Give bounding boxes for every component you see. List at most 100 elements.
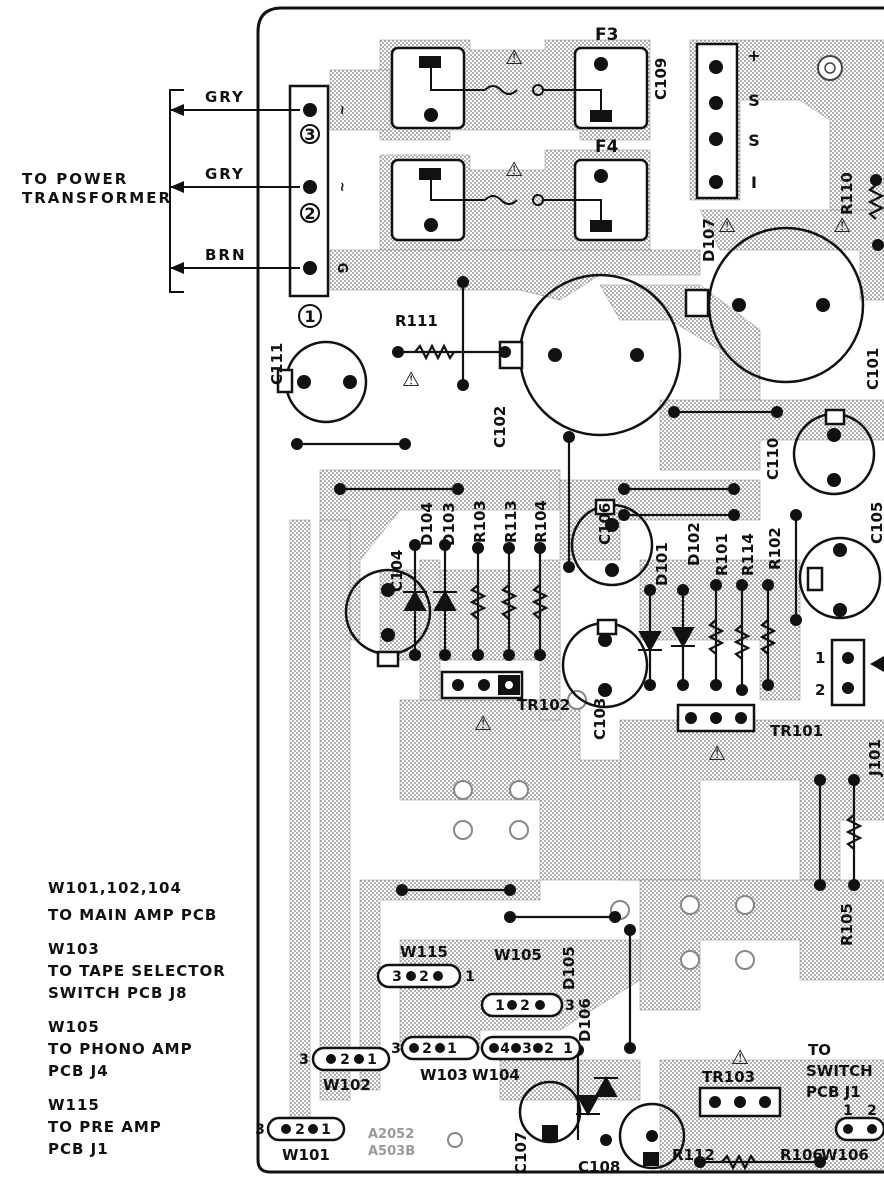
note-w101-line1: TO MAIN AMP PCB — [48, 906, 217, 924]
warning-icon: ⚠ — [708, 741, 726, 765]
mounting-holes — [447, 690, 755, 1148]
lead-arrows — [170, 104, 184, 274]
fuse-f4-label: F4 — [595, 137, 619, 157]
power-marking-3: ~ — [334, 105, 349, 116]
w102-pin-1: 1 — [367, 1052, 377, 1068]
w115-pin-3: 3 — [392, 969, 402, 985]
wire-connectors — [266, 963, 884, 1142]
label-d104: D104 — [418, 502, 436, 546]
solder-pads — [291, 174, 884, 1168]
w104-label: W104 — [472, 1066, 520, 1084]
connector-pads — [281, 971, 877, 1134]
warning-icon: ⚠ — [718, 213, 736, 237]
note-w105-line2: PCB J4 — [48, 1062, 109, 1080]
transistor-tr102 — [440, 670, 524, 700]
w115-pin-2: 2 — [419, 969, 429, 985]
label-r103: R103 — [471, 500, 489, 543]
fuse-links — [430, 62, 602, 226]
label-c101: C101 — [864, 348, 882, 390]
note-w115-line1: TO PRE AMP — [48, 1118, 162, 1136]
power-pin-3: 3 — [304, 125, 315, 144]
fuse-f3-label: F3 — [595, 25, 618, 45]
w105-pin-3: 3 — [565, 998, 575, 1014]
warning-icon: ⚠ — [505, 157, 523, 181]
w103-pin-2: 2 — [422, 1041, 432, 1057]
transistor-tr101 — [676, 703, 756, 733]
w102-pin-3: 3 — [299, 1052, 309, 1068]
label-c105: C105 — [868, 502, 884, 544]
w104-pin-2: 2 — [544, 1041, 554, 1057]
label-c103: C103 — [591, 698, 609, 740]
wire-label-gry-2: GRY — [205, 165, 245, 183]
w101-pin-3: 3 — [255, 1122, 265, 1138]
label-c107: C107 — [512, 1132, 530, 1174]
label-r113: R113 — [502, 500, 520, 543]
w104-pin-4: 4 — [500, 1041, 510, 1057]
label-tr102: TR102 — [517, 696, 570, 714]
c107-square-pad — [542, 1125, 558, 1141]
switch-note-to: TO — [808, 1041, 831, 1059]
corner-hole-inner — [824, 62, 836, 74]
transformer-label: TRANSFORMER — [22, 189, 172, 207]
label-j101: J101 — [866, 739, 884, 777]
w103-label: W103 — [420, 1066, 468, 1084]
jack-j101 — [830, 638, 884, 707]
label-d105: D105 — [560, 946, 578, 990]
resistor-zigzags — [414, 184, 884, 1171]
label-r102: R102 — [766, 527, 784, 570]
d107-mark-plus: + — [747, 46, 760, 65]
board-code-2: A503B — [368, 1144, 415, 1159]
w106-label: W106 — [821, 1146, 869, 1164]
label-r101: R101 — [713, 533, 731, 576]
label-c102: C102 — [491, 406, 509, 448]
label-r105: R105 — [838, 903, 856, 946]
warning-icon: ⚠ — [731, 1045, 749, 1069]
label-tr101: TR101 — [770, 722, 823, 740]
transistor-tr103 — [698, 1086, 782, 1118]
d107-mark-s2: S — [748, 131, 760, 150]
w101-pin-1: 1 — [321, 1122, 331, 1138]
w105-pin-1: 1 — [495, 998, 505, 1014]
label-j101-pin2: 2 — [815, 681, 825, 699]
board-code-1: A2052 — [368, 1127, 414, 1142]
note-w105-line1: TO PHONO AMP — [48, 1040, 193, 1058]
wire-label-gry-1: GRY — [205, 88, 245, 106]
warning-icon: ⚠ — [505, 45, 523, 69]
label-j101-pin1: 1 — [815, 649, 825, 667]
warning-icon: ⚠ — [474, 711, 492, 735]
power-pin-2: 2 — [304, 204, 315, 223]
d107-pads — [709, 60, 723, 189]
w101-label: W101 — [282, 1146, 330, 1164]
label-r111: R111 — [395, 312, 438, 330]
w105-pin-2: 2 — [520, 998, 530, 1014]
wire-label-brn: BRN — [205, 246, 247, 264]
label-c106: C106 — [596, 503, 614, 545]
switch-note-switch: SWITCH — [806, 1062, 873, 1080]
w115-label: W115 — [400, 943, 448, 961]
warning-icon: ⚠ — [402, 367, 420, 391]
capacitor-tabs — [276, 288, 846, 668]
w106-pin-1: 1 — [843, 1103, 853, 1119]
note-w105-title: W105 — [48, 1018, 100, 1036]
capacitor-outlines — [284, 226, 882, 1170]
board-outline — [256, 6, 884, 1174]
note-w115-line2: PCB J1 — [48, 1140, 109, 1158]
w104-pin-3: 3 — [522, 1041, 532, 1057]
note-w103-line2: SWITCH PCB J8 — [48, 984, 188, 1002]
c108-square-pad — [643, 1152, 659, 1166]
warning-icon: ⚠ — [833, 213, 851, 237]
note-w101-title: W101,102,104 — [48, 879, 182, 897]
power-connector-pads — [303, 103, 317, 275]
w103-pin-3: 3 — [391, 1041, 401, 1057]
label-d107: D107 — [700, 218, 718, 262]
label-r104: R104 — [532, 500, 550, 543]
label-d103: D103 — [440, 502, 458, 546]
w115-pin-1: 1 — [465, 969, 475, 985]
label-c108: C108 — [578, 1158, 620, 1175]
w103-pin-1: 1 — [447, 1041, 457, 1057]
label-c104: C104 — [388, 550, 406, 592]
note-w103-line1: TO TAPE SELECTOR — [48, 962, 226, 980]
label-r106: R106 — [780, 1146, 823, 1164]
w105-label: W105 — [494, 946, 542, 964]
